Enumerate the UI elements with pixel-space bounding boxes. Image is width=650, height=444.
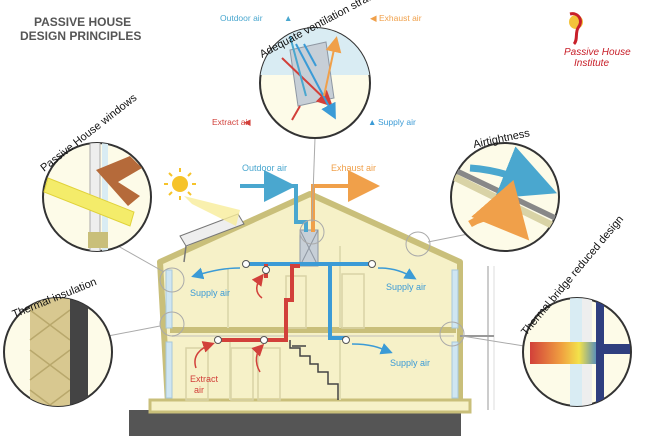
thermal-insulation-callout: Thermal insulation [3,276,113,407]
supply-air-upper-right-label: Supply air [386,282,426,292]
vent-exhaust-air-label: Exhaust air [379,13,422,23]
logo-text-line2: Institute [574,58,609,69]
extract-air-label-line2: air [194,385,204,395]
thermal-bridge-callout: Thermal bridge reduced design [519,214,632,407]
supply-air-lower-right-label: Supply air [390,358,430,368]
logo-text-line1: Passive House [564,47,631,58]
vent-extract-air-label: Extract air [212,117,250,127]
windows-callout: Passive House windows [38,92,152,252]
ventilation-unit [299,229,319,267]
passive-house-institute-logo: Passive House Institute [564,12,631,69]
vent-outlets [214,260,376,344]
title-line1: PASSIVE HOUSE [34,15,131,29]
supply-air-duct-down [328,264,346,340]
vent-outdoor-arrow-icon: ▲ [284,13,292,23]
title-line2: DESIGN PRINCIPLES [20,29,141,43]
sun-icon [164,168,240,226]
ground-slab [129,410,461,436]
vent-outdoor-air-label: Outdoor air [220,13,263,23]
vent-supply-arrow-icon: ▲ [368,117,376,127]
airtightness-callout: Airtightness [450,127,560,252]
vent-supply-air-label: Supply air [378,117,416,127]
vent-extract-arrow-icon: ◀ [244,117,251,127]
house-outdoor-air-label: Outdoor air [242,163,287,173]
ducts [218,170,380,342]
house-exhaust-air-label: Exhaust air [331,163,376,173]
extract-air-duct [218,264,300,342]
vent-exhaust-arrow-icon: ◀ [370,13,377,23]
supply-air-upper-left-label: Supply air [190,288,230,298]
supply-air-duct-upper [246,262,370,266]
extract-air-label-line1: Extract [190,374,219,384]
